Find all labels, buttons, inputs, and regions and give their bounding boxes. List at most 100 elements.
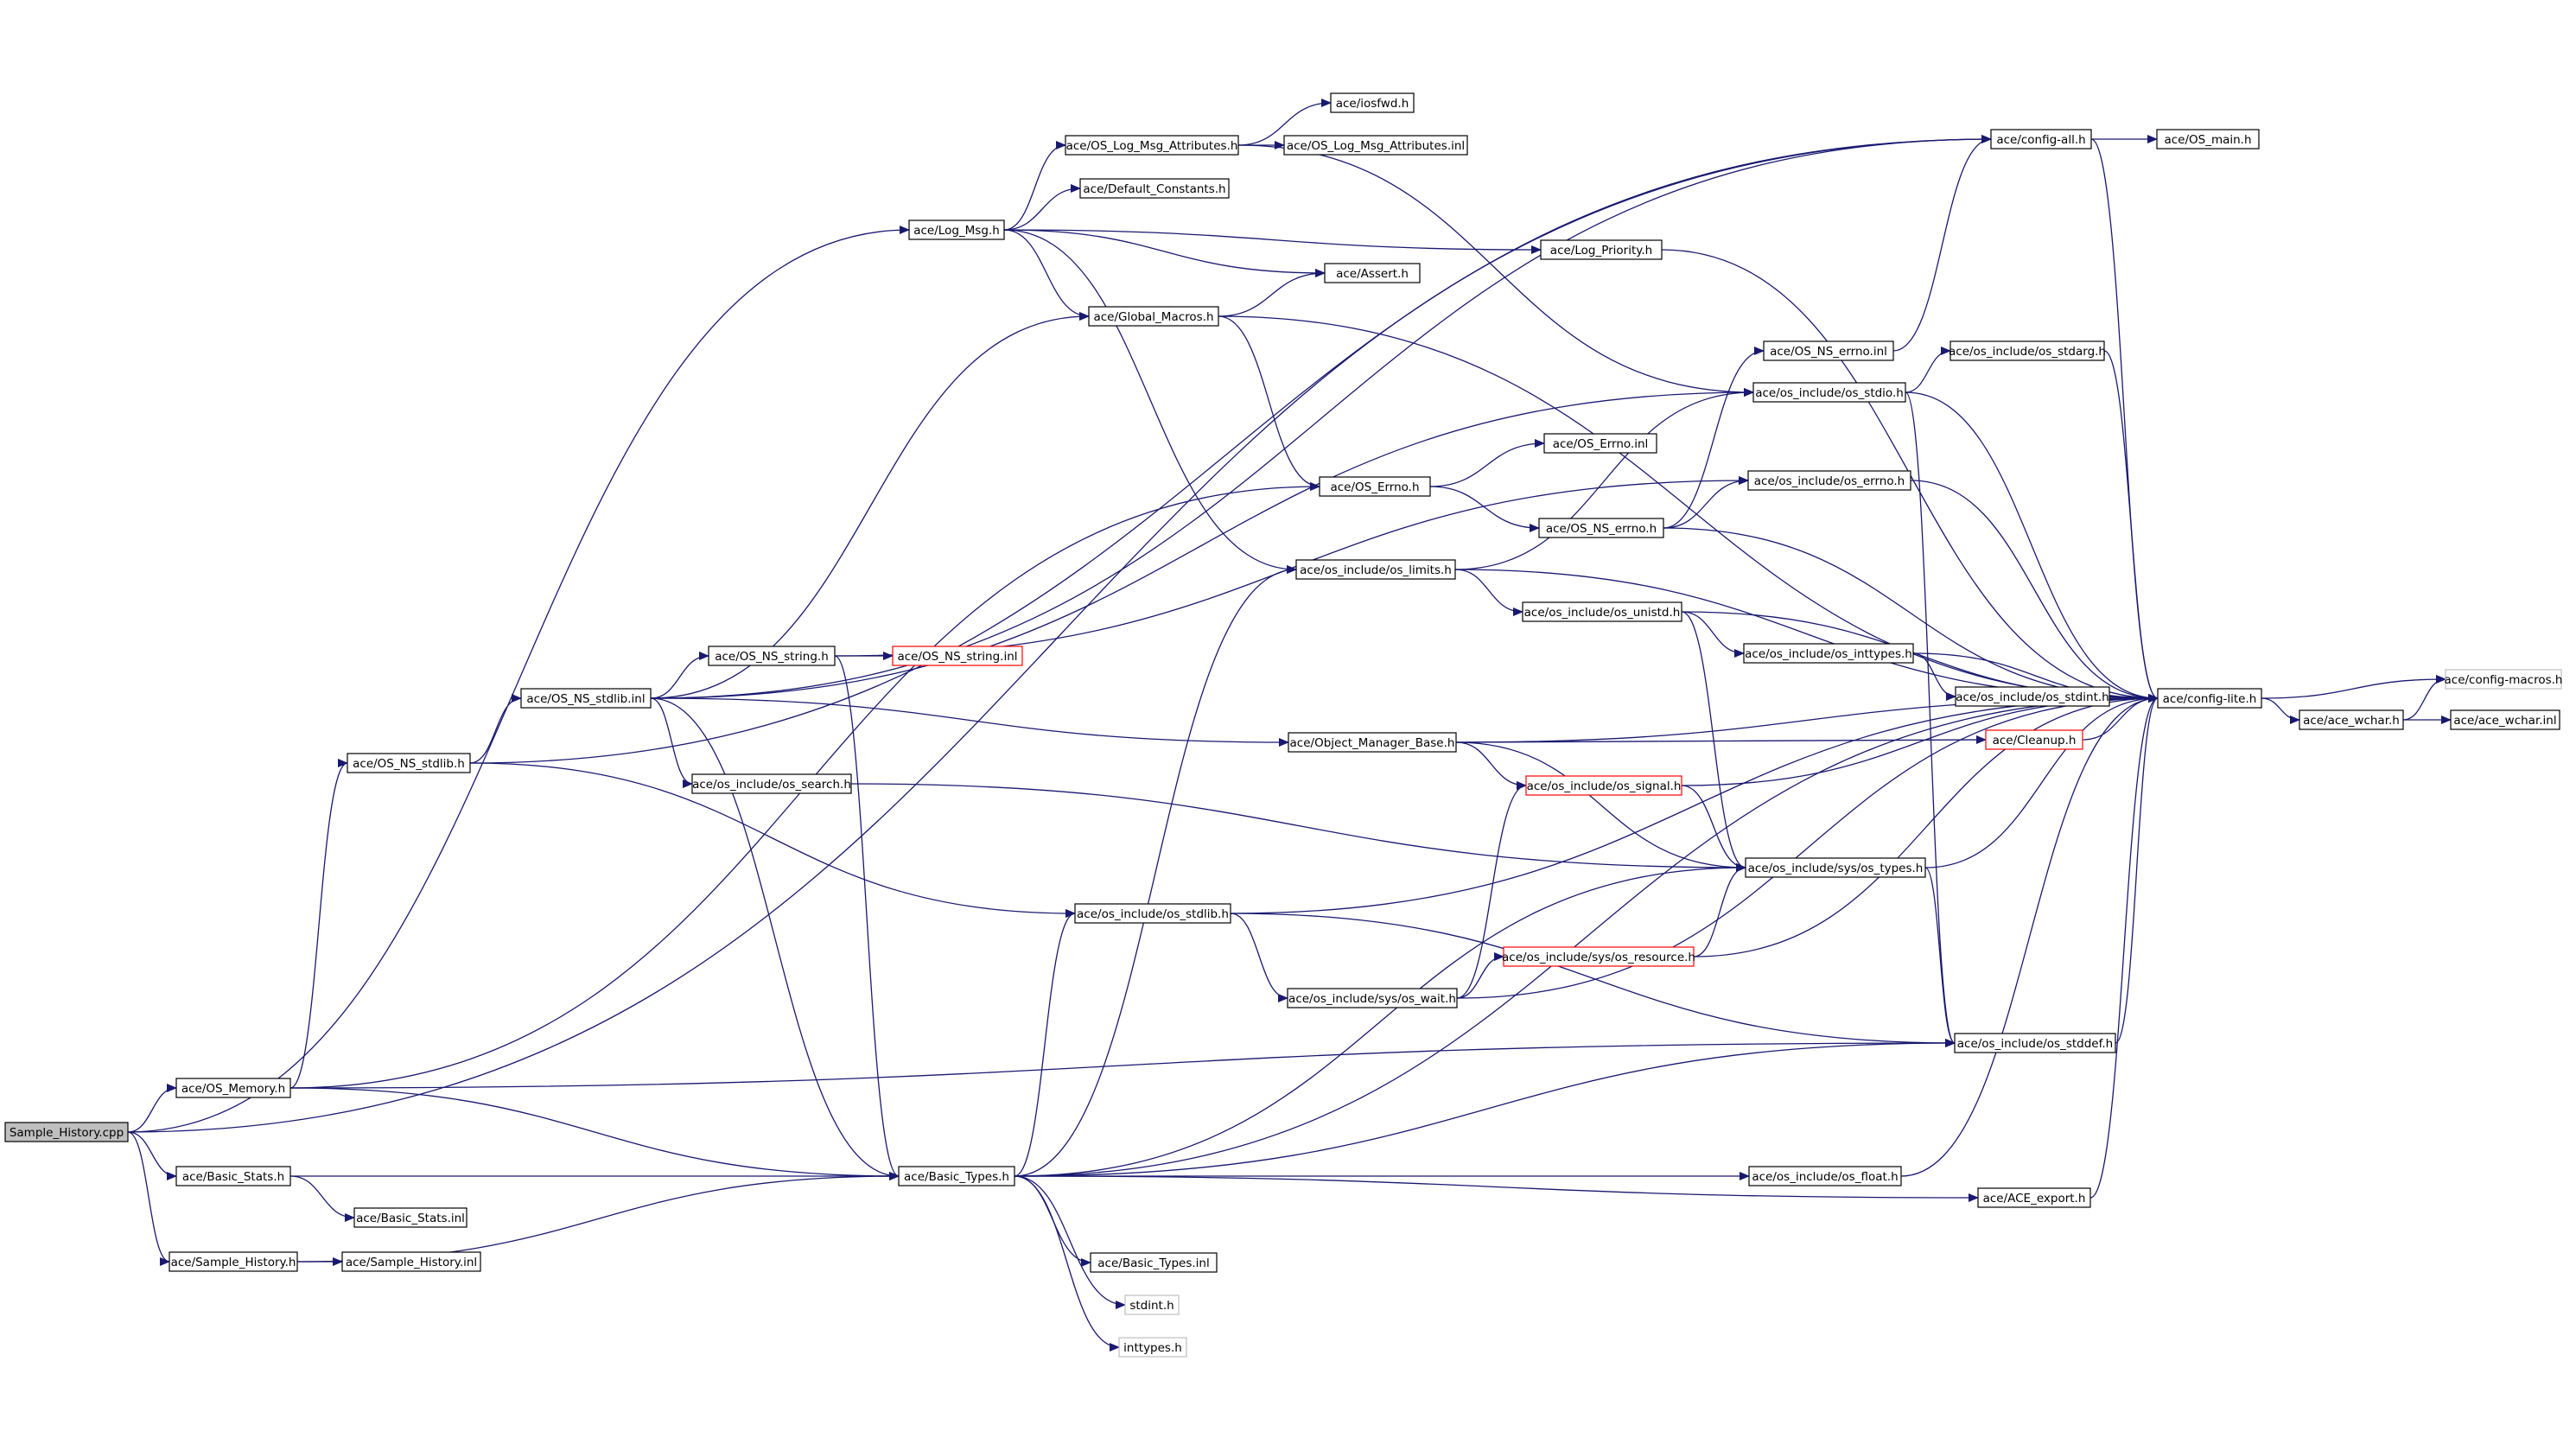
node-os-ns-stdlib-inl[interactable]: ace/OS_NS_stdlib.inl <box>520 688 652 709</box>
node-sample-history-h[interactable]: ace/Sample_History.h <box>169 1251 298 1272</box>
edge-os_signal_h-to-config_lite_h <box>1681 694 2159 786</box>
node-os-ns-stdlib-h[interactable]: ace/OS_NS_stdlib.h <box>347 753 471 773</box>
edge-sys_resource_h-to-sys_types_h <box>1693 863 1746 957</box>
edge-os_ns_stdlib_h-to-os_stdlib_h <box>469 762 1076 918</box>
node-os-limits-h[interactable]: ace/os_include/os_limits.h <box>1295 559 1456 580</box>
edge-os_limits_h-to-os_unistd_h <box>1454 569 1523 616</box>
node-label: ace/Basic_Types.h <box>904 1170 1009 1184</box>
node-sample-history-cpp[interactable]: Sample_History.cpp <box>4 1122 129 1142</box>
edge-basic_stats_h-to-basic_stats_inl <box>289 1175 355 1222</box>
edge-os_limits_h-to-os_stdio_h <box>1454 388 1754 570</box>
node-box <box>1324 263 1421 283</box>
edge-basic_types_h-to-config_lite_h <box>1014 694 2159 1177</box>
node-box <box>2299 709 2404 730</box>
edge-sys_types_h-to-config_lite_h <box>1924 694 2159 868</box>
edge-basic_types_h-to-os_stdlib_h <box>1014 909 1076 1177</box>
node-box <box>1283 135 1468 156</box>
node-assert-h[interactable]: ace/Assert.h <box>1324 263 1421 283</box>
node-sys-wait-h[interactable]: ace/os_include/sys/os_wait.h <box>1287 988 1458 1008</box>
node-os-ns-errno-h[interactable]: ace/OS_NS_errno.h <box>1538 518 1664 538</box>
node-stdint-h[interactable]: stdint.h <box>1124 1295 1180 1315</box>
node-label: ace/Log_Msg.h <box>913 224 1000 238</box>
node-os-stdint-h[interactable]: ace/os_include/os_stdint.h <box>1955 686 2110 707</box>
node-ace-wchar-h[interactable]: ace/ace_wchar.h <box>2299 709 2404 730</box>
edge-os_stdlib_h-to-sys_wait_h <box>1230 913 1288 1002</box>
node-os-inttypes-h[interactable]: ace/os_include/os_inttypes.h <box>1743 643 1914 664</box>
node-box <box>169 1251 298 1272</box>
edge-os_log_msg_attr_h-to-iosfwd_h <box>1237 99 1332 146</box>
node-ace-wchar-inl[interactable]: ace/ace_wchar.inl <box>2450 709 2560 730</box>
node-label: ace/Basic_Stats.inl <box>356 1212 465 1225</box>
node-label: ace/OS_NS_stdlib.inl <box>526 692 645 706</box>
node-label: ace/OS_Memory.h <box>181 1082 285 1096</box>
node-os-memory-h[interactable]: ace/OS_Memory.h <box>175 1078 291 1098</box>
node-inttypes-h[interactable]: inttypes.h <box>1118 1337 1187 1358</box>
node-box <box>1522 601 1682 622</box>
node-label: ace/OS_NS_string.inl <box>897 650 1017 664</box>
node-config-lite-h[interactable]: ace/config-lite.h <box>2157 688 2262 709</box>
node-config-all-h[interactable]: ace/config-all.h <box>1990 129 2092 149</box>
edge-os_search_h-to-sys_types_h <box>850 783 1746 872</box>
edge-sample_history_cpp-to-basic_stats_h <box>127 1131 177 1180</box>
node-label: ace/iosfwd.h <box>1336 97 1409 111</box>
edge-config_lite_h-to-ace_wchar_h <box>2261 697 2300 724</box>
node-cleanup-h[interactable]: ace/Cleanup.h <box>1985 729 2083 750</box>
node-box <box>1763 340 1894 361</box>
edge-os_ns_string_h-to-basic_types_h <box>834 655 900 1180</box>
node-os-stdio-h[interactable]: ace/os_include/os_stdio.h <box>1752 382 1906 403</box>
edge-sys_types_h-to-os_stddef_h <box>1924 867 1956 1047</box>
node-object-manager-base-h[interactable]: ace/Object_Manager_Base.h <box>1288 732 1457 753</box>
node-global-macros-h[interactable]: ace/Global_Macros.h <box>1088 306 1219 327</box>
node-os-log-msg-attr-h[interactable]: ace/OS_Log_Msg_Attributes.h <box>1065 135 1239 156</box>
node-os-errno-inc-h[interactable]: ace/os_include/os_errno.h <box>1747 470 1911 491</box>
node-os-ns-string-inl[interactable]: ace/OS_NS_string.inl <box>892 646 1023 666</box>
node-label: ace/Basic_Stats.h <box>182 1170 284 1184</box>
node-os-signal-h[interactable]: ace/os_include/os_signal.h <box>1525 775 1682 796</box>
node-os-search-h[interactable]: ace/os_include/os_search.h <box>691 773 852 794</box>
node-sys-resource-h[interactable]: ace/os_include/sys/os_resource.h <box>1502 946 1695 967</box>
edge-basic_types_h-to-os_stddef_h <box>1014 1039 1956 1177</box>
node-basic-stats-inl[interactable]: ace/Basic_Stats.inl <box>353 1207 467 1228</box>
node-os-stdlib-h[interactable]: ace/os_include/os_stdlib.h <box>1074 903 1231 924</box>
node-sys-types-h[interactable]: ace/os_include/sys/os_types.h <box>1745 857 1926 878</box>
node-basic-types-h[interactable]: ace/Basic_Types.h <box>898 1166 1015 1186</box>
node-default-constants-h[interactable]: ace/Default_Constants.h <box>1079 178 1230 199</box>
node-config-macros-h[interactable]: ace/config-macros.h <box>2445 669 2563 690</box>
node-os-log-msg-attr-inl[interactable]: ace/OS_Log_Msg_Attributes.inl <box>1283 135 1468 156</box>
node-iosfwd-h[interactable]: ace/iosfwd.h <box>1330 92 1415 113</box>
node-log-priority-h[interactable]: ace/Log_Priority.h <box>1540 239 1663 260</box>
edge-os_ns_stdlib_inl-to-object_manager_base_h <box>650 697 1289 747</box>
node-os-ns-errno-inl[interactable]: ace/OS_NS_errno.inl <box>1763 340 1894 361</box>
node-basic-stats-h[interactable]: ace/Basic_Stats.h <box>175 1166 291 1186</box>
edge-basic_types_h-to-ace_export_h <box>1014 1175 1979 1202</box>
node-basic-types-inl[interactable]: ace/Basic_Types.inl <box>1090 1252 1218 1273</box>
edge-os_ns_errno_h-to-os_ns_errno_inl <box>1663 347 1765 529</box>
edge-sys_wait_h-to-os_signal_h <box>1456 781 1527 999</box>
edge-os_ns_stdlib_h-to-os_ns_stdlib_inl <box>469 694 522 764</box>
node-label: ace/os_include/os_stddef.h <box>1957 1037 2113 1051</box>
node-label: ace/os_include/os_limits.h <box>1300 563 1452 577</box>
node-label: ace/os_include/os_stdlib.h <box>1077 907 1229 921</box>
node-sample-history-inl[interactable]: ace/Sample_History.inl <box>341 1251 481 1272</box>
edge-os_ns_errno_inl-to-config_all_h <box>1892 135 1992 352</box>
node-box <box>1977 1187 2091 1208</box>
node-os-ns-string-h[interactable]: ace/OS_NS_string.h <box>708 646 836 666</box>
node-box <box>2156 129 2260 149</box>
edge-basic_types_h-to-sys_types_h <box>1014 863 1746 1177</box>
node-label: stdint.h <box>1129 1299 1174 1313</box>
node-os-stdarg-h[interactable]: ace/os_include/os_stdarg.h <box>1949 340 2106 361</box>
node-box <box>1747 470 1911 491</box>
node-ace-export-h[interactable]: ace/ACE_export.h <box>1977 1187 2091 1208</box>
edge-config_lite_h-to-config_macros_h <box>2261 675 2446 699</box>
node-os-main-h[interactable]: ace/OS_main.h <box>2156 129 2260 149</box>
edge-global_macros_h-to-os_errno_h <box>1218 315 1320 491</box>
edge-os_ns_stdlib_inl-to-os_stdio_h <box>650 388 1754 699</box>
node-os-float-h[interactable]: ace/os_include/os_float.h <box>1748 1166 1902 1186</box>
node-log-msg-h[interactable]: ace/Log_Msg.h <box>908 219 1005 240</box>
node-os-errno-inl[interactable]: ace/OS_Errno.inl <box>1543 433 1657 454</box>
edge-os_errno_h-to-os_ns_errno_h <box>1429 486 1540 532</box>
node-os-unistd-h[interactable]: ace/os_include/os_unistd.h <box>1522 601 1682 622</box>
node-os-errno-h[interactable]: ace/OS_Errno.h <box>1319 476 1431 497</box>
node-label: inttypes.h <box>1123 1341 1182 1355</box>
node-os-stddef-h[interactable]: ace/os_include/os_stddef.h <box>1954 1033 2116 1053</box>
